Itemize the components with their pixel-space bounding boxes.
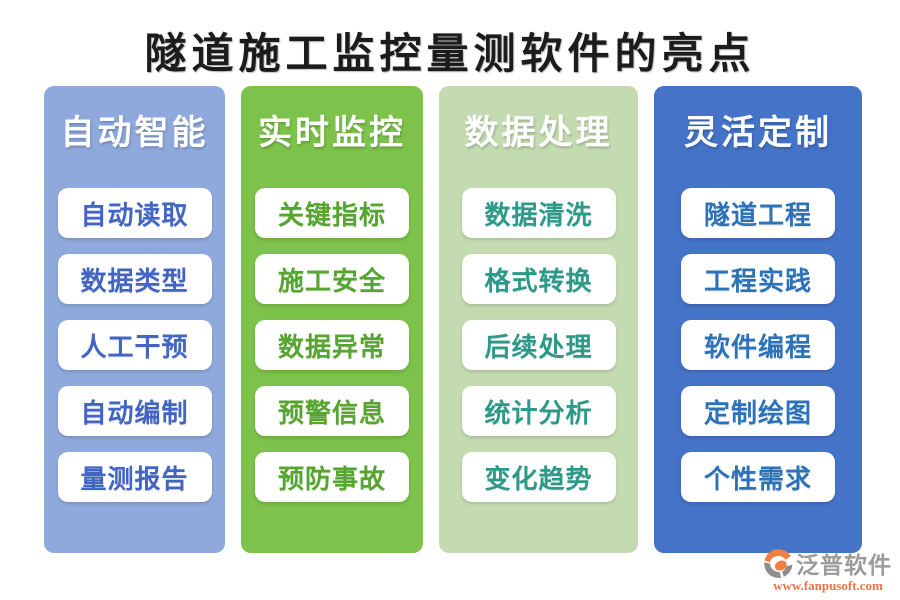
column-flexible-customization: 灵活定制 隧道工程 工程实践 软件编程 定制绘图 个性需求 [654, 86, 862, 553]
feature-pill: 后续处理 [461, 320, 616, 370]
feature-pill: 软件编程 [681, 320, 835, 370]
column-header: 灵活定制 [684, 115, 832, 152]
feature-label: 隧道工程 [703, 200, 812, 230]
feature-pill: 数据清洗 [461, 188, 616, 238]
feature-label: 统计分析 [484, 398, 593, 428]
feature-pill: 统计分析 [461, 386, 616, 436]
watermark-top-row: 泛普软件 [762, 546, 894, 580]
feature-pill: 隧道工程 [681, 188, 835, 238]
brand-name: 泛普软件 [796, 553, 892, 578]
fanpu-watermark: 泛普软件 www.fanpusoft.com [762, 546, 894, 594]
feature-label: 施工安全 [277, 266, 386, 296]
column-header: 数据处理 [464, 115, 613, 152]
fanpu-logo-icon [764, 549, 793, 578]
column-header: 实时监控 [258, 115, 406, 152]
feature-label: 关键指标 [277, 200, 386, 230]
feature-label: 自动编制 [80, 398, 189, 428]
feature-label: 预警信息 [277, 398, 386, 428]
feature-pill: 格式转换 [461, 254, 616, 304]
feature-label: 预防事故 [277, 464, 386, 494]
feature-label: 软件编程 [703, 332, 812, 362]
feature-pill: 预警信息 [255, 386, 409, 436]
feature-pill: 量测报告 [57, 452, 212, 502]
feature-label: 自动读取 [80, 200, 189, 230]
feature-label: 量测报告 [80, 464, 189, 494]
feature-pill: 数据类型 [57, 254, 212, 304]
page-title: 隧道施工监控量测软件的亮点 [144, 32, 756, 78]
feature-label: 数据异常 [277, 332, 386, 362]
columns-container: 自动智能 自动读取 数据类型 人工干预 自动编制 量测报告 实时监控 关键指标 … [44, 86, 862, 553]
feature-label: 工程实践 [703, 266, 812, 296]
feature-label: 定制绘图 [703, 398, 812, 428]
feature-pill: 施工安全 [255, 254, 409, 304]
feature-pill: 自动编制 [57, 386, 212, 436]
column-header: 自动智能 [60, 115, 209, 152]
feature-label: 格式转换 [484, 266, 593, 296]
feature-label: 后续处理 [484, 332, 593, 362]
feature-pill: 个性需求 [681, 452, 835, 502]
feature-pill: 预防事故 [255, 452, 409, 502]
feature-pill: 定制绘图 [681, 386, 835, 436]
feature-label: 人工干预 [80, 332, 189, 362]
feature-label: 变化趋势 [484, 464, 593, 494]
feature-label: 数据类型 [80, 266, 189, 296]
feature-label: 个性需求 [703, 464, 812, 494]
column-auto-intelligence: 自动智能 自动读取 数据类型 人工干预 自动编制 量测报告 [44, 86, 225, 553]
column-realtime-monitoring: 实时监控 关键指标 施工安全 数据异常 预警信息 预防事故 [241, 86, 423, 553]
feature-pill: 工程实践 [681, 254, 835, 304]
feature-pill: 关键指标 [255, 188, 409, 238]
brand-url: www.fanpusoft.com [773, 578, 883, 593]
feature-pill: 自动读取 [57, 188, 212, 238]
feature-pill: 人工干预 [57, 320, 212, 370]
column-data-processing: 数据处理 数据清洗 格式转换 后续处理 统计分析 变化趋势 [439, 86, 638, 553]
feature-label: 数据清洗 [484, 200, 593, 230]
feature-pill: 数据异常 [255, 320, 409, 370]
feature-pill: 变化趋势 [461, 452, 616, 502]
